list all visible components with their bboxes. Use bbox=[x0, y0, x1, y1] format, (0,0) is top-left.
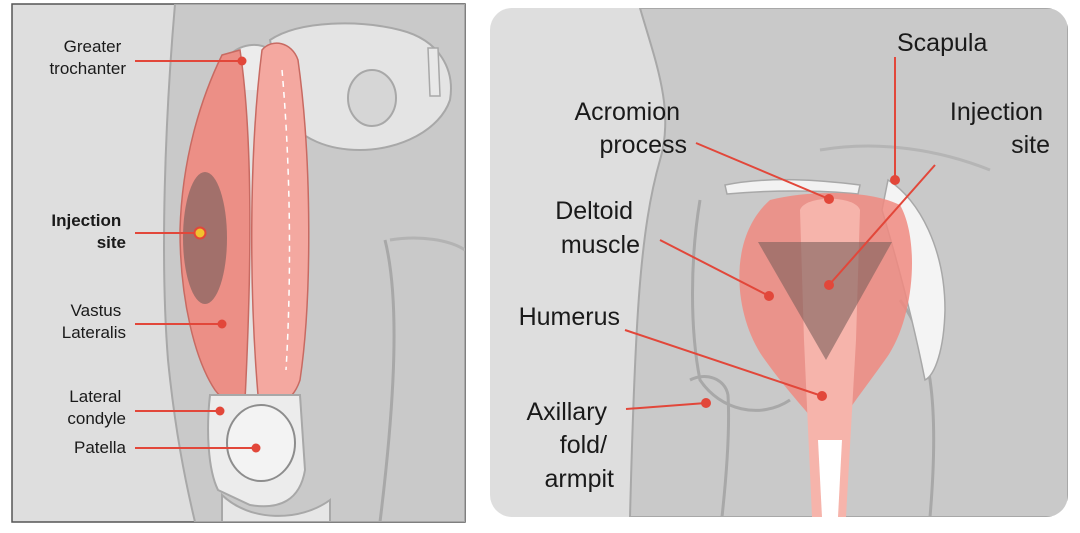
thigh-injection-site-area bbox=[183, 172, 227, 304]
dot-scapula bbox=[890, 175, 900, 185]
rectus-femoris-muscle bbox=[252, 43, 309, 404]
dot-deltoid-muscle bbox=[764, 291, 774, 301]
label-humerus: Humerus bbox=[519, 303, 620, 331]
dot-axillary-fold bbox=[701, 398, 711, 408]
label-patella: Patella bbox=[74, 438, 127, 457]
patella-bone bbox=[227, 405, 295, 481]
dot-acromion-process bbox=[824, 194, 834, 204]
label-scapula: Scapula bbox=[897, 29, 987, 57]
shoulder-panel: Scapula Acromion process Injection site … bbox=[490, 8, 1068, 517]
dot-greater-trochanter bbox=[238, 57, 247, 66]
dot-humerus bbox=[817, 391, 827, 401]
humerus-shaft-exposed bbox=[818, 440, 842, 517]
dot-vastus-lateralis bbox=[218, 320, 227, 329]
dot-shoulder-injection-site bbox=[824, 280, 834, 290]
dot-lateral-condyle bbox=[216, 407, 225, 416]
pubic-bone bbox=[428, 48, 440, 96]
thigh-panel: Greater trochanter Injection site Vastus… bbox=[12, 4, 465, 522]
dot-patella bbox=[252, 444, 261, 453]
dot-thigh-injection-site bbox=[195, 228, 206, 239]
obturator-foramen bbox=[348, 70, 396, 126]
